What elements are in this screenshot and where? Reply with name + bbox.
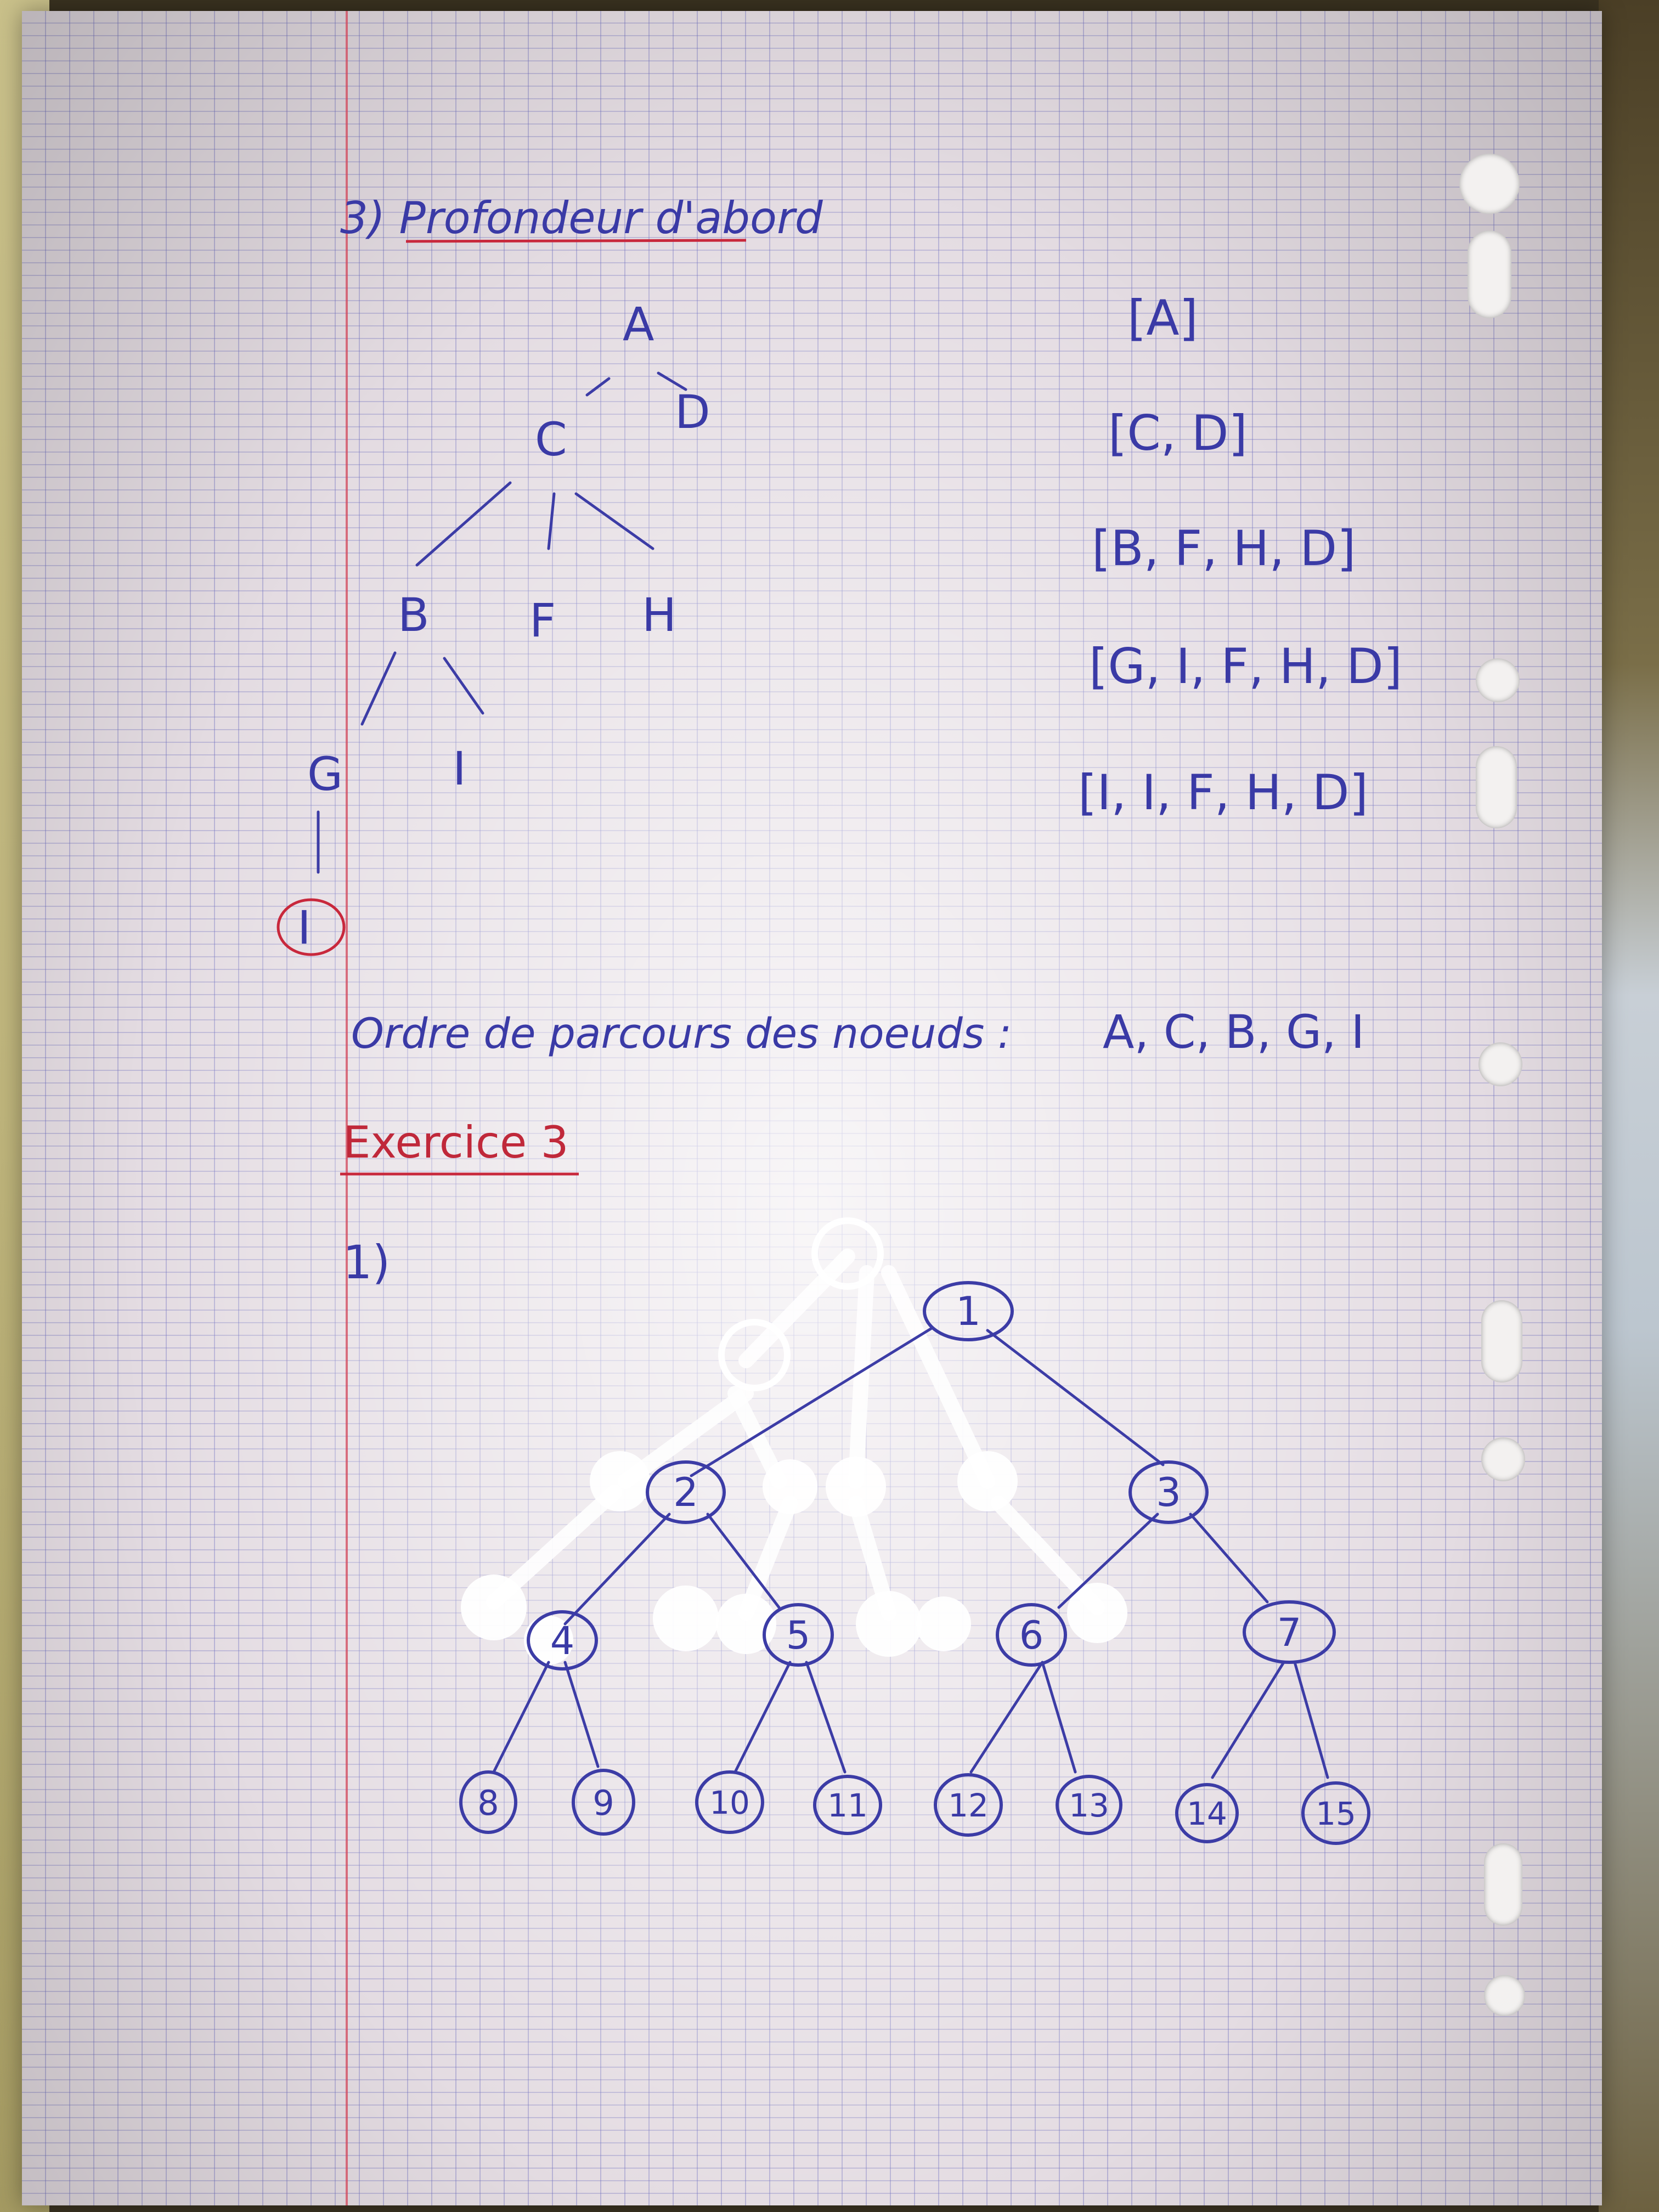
binder-hole bbox=[1459, 154, 1520, 214]
tree-node-a: A bbox=[623, 297, 654, 351]
target-node-circle bbox=[276, 898, 346, 956]
tree-node-i-target: I bbox=[297, 901, 311, 955]
tree-node-d: D bbox=[675, 385, 710, 439]
heap-node-circle bbox=[813, 1775, 882, 1835]
binder-hole bbox=[1479, 1042, 1522, 1086]
heading-underline bbox=[405, 239, 747, 243]
heap-node-circle bbox=[923, 1281, 1014, 1341]
heap-node-circle bbox=[1301, 1781, 1370, 1845]
heap-node-circle bbox=[1128, 1460, 1209, 1524]
binder-hole bbox=[1484, 1975, 1525, 2016]
heap-node-15: 15 bbox=[1316, 1795, 1356, 1832]
heap-node-circle bbox=[763, 1603, 834, 1667]
heap-node-circle bbox=[1175, 1783, 1239, 1843]
heap-node-9: 9 bbox=[592, 1783, 614, 1823]
heap-node-circle bbox=[572, 1769, 635, 1836]
binary-tree-edges bbox=[492, 1326, 1329, 1779]
desk-background-right bbox=[1599, 0, 1659, 2212]
heap-node-circle bbox=[695, 1770, 764, 1834]
stack-state-1: [A] bbox=[1127, 290, 1198, 346]
heap-node-13: 13 bbox=[1069, 1787, 1109, 1824]
stack-state-4: [G, I, F, H, D] bbox=[1089, 638, 1402, 695]
binary-tree-nodes: 1 2 3 4 5 6 7 8 9 10 11 12 13 14 15 bbox=[459, 1281, 1370, 1845]
heap-node-circle bbox=[459, 1770, 517, 1834]
exercise3-heading: Exercice 3 bbox=[343, 1117, 569, 1168]
heap-node-10: 10 bbox=[709, 1784, 750, 1821]
binder-hole bbox=[1476, 658, 1520, 702]
heap-node-circle bbox=[646, 1460, 726, 1524]
binder-slot bbox=[1481, 1300, 1522, 1383]
section3-heading: 3) Profondeur d'abord bbox=[340, 193, 823, 244]
binder-hole bbox=[1481, 1437, 1525, 1481]
heap-node-4: 4 bbox=[550, 1618, 575, 1663]
tree-node-i: I bbox=[453, 742, 466, 795]
stack-state-5: [I, I, F, H, D] bbox=[1078, 764, 1368, 821]
heap-node-11: 11 bbox=[827, 1787, 868, 1824]
traversal-order-value: A, C, B, G, I bbox=[1103, 1005, 1364, 1059]
dfs-tree-edges bbox=[317, 371, 687, 874]
tree-node-b: B bbox=[398, 588, 430, 642]
correction-fluid-marks bbox=[461, 1217, 1127, 1665]
stack-state-3: [B, F, H, D] bbox=[1092, 520, 1356, 577]
heap-node-2: 2 bbox=[673, 1469, 698, 1515]
tree-node-h: H bbox=[642, 588, 676, 642]
traversal-order-label: Ordre de parcours des noeuds : bbox=[351, 1009, 1012, 1058]
heap-node-5: 5 bbox=[786, 1613, 811, 1658]
heap-node-circle bbox=[527, 1610, 598, 1671]
heap-node-1: 1 bbox=[956, 1288, 981, 1334]
heap-node-6: 6 bbox=[1019, 1613, 1044, 1658]
red-margin-line bbox=[346, 11, 348, 2205]
heap-node-circle bbox=[1056, 1775, 1122, 1835]
binder-slot bbox=[1484, 1843, 1522, 1926]
tree-node-c: C bbox=[535, 413, 567, 466]
heap-node-circle bbox=[996, 1603, 1067, 1667]
heap-node-3: 3 bbox=[1156, 1469, 1181, 1515]
tree-node-f: F bbox=[529, 594, 556, 647]
heap-node-8: 8 bbox=[477, 1783, 499, 1823]
heap-node-circle bbox=[1243, 1600, 1336, 1664]
heap-node-7: 7 bbox=[1277, 1610, 1302, 1655]
binder-slot bbox=[1476, 746, 1517, 828]
heap-node-circle bbox=[934, 1773, 1003, 1837]
heap-node-12: 12 bbox=[948, 1787, 989, 1824]
notebook-sheet bbox=[22, 11, 1602, 2205]
exercise3-part-label: 1) bbox=[343, 1235, 390, 1289]
tree-node-g: G bbox=[307, 747, 343, 801]
binder-slot bbox=[1468, 230, 1511, 318]
stack-state-2: [C, D] bbox=[1108, 405, 1248, 461]
heap-node-14: 14 bbox=[1187, 1795, 1227, 1832]
